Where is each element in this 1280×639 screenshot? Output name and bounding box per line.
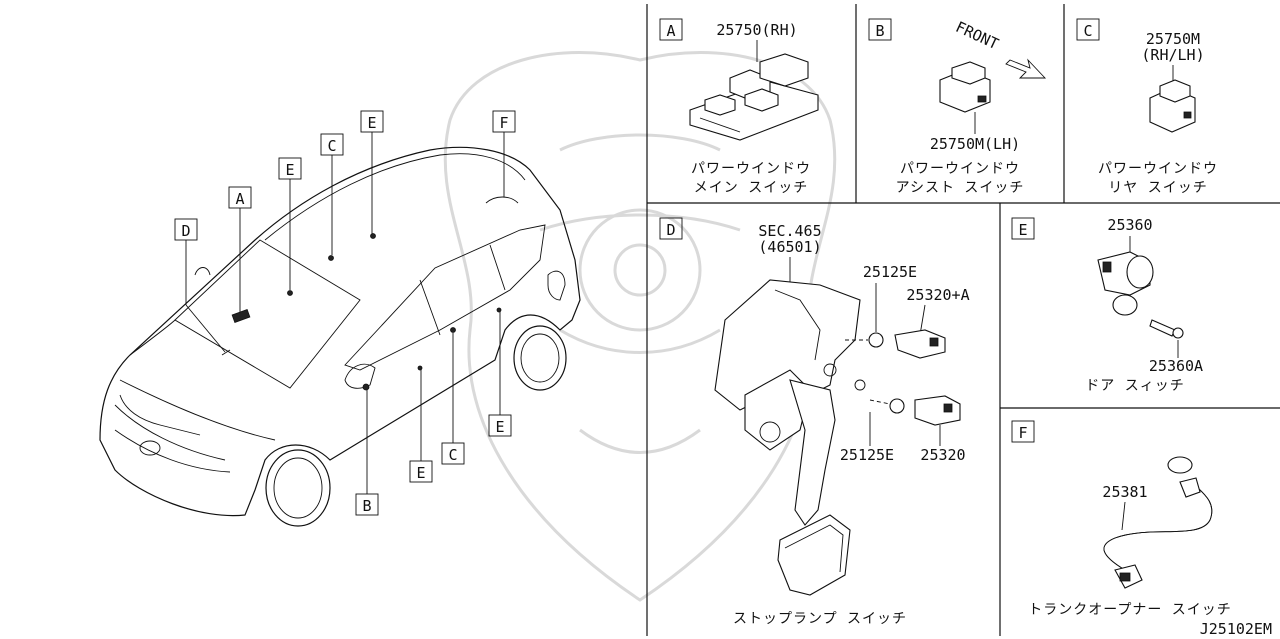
panel-e-part-25360: 25360 [1107,216,1152,234]
main-switch-part [689,53,819,141]
callout-a: A [235,190,244,208]
callout-e1: E [285,161,294,179]
panel-c-caption-line1: パワーウインドウ [1098,161,1218,177]
panel-f-caption: トランクオープナー スイッチ [1028,602,1232,618]
panel-f-letter: F [1018,424,1027,442]
panel-b-part-number: 25750M(LH) [930,135,1020,153]
panel-f-part-25381: 25381 [1102,483,1147,501]
sec-reference-code: (46501) [758,238,821,256]
panel-d-label-box [659,217,683,240]
front-arrow-icon [1005,58,1047,79]
callout-f: F [499,114,508,132]
front-direction-label: FRONT [953,18,1002,53]
panel-d-part-25125e-top: 25125E [863,263,917,281]
panel-b-caption-line1: パワーウインドウ [900,161,1020,177]
stop-lamp-switch-upper [845,329,946,359]
panel-d: D SEC.465 (46501) 25125E 25320+A [659,217,970,627]
rear-switch-part [1149,79,1196,133]
callout-c1: C [327,137,336,155]
panel-b-letter: B [875,22,884,40]
panel-c-label-box [1076,18,1100,41]
sec-reference: SEC.465 [758,222,821,240]
diagram-code: J25102EM [1200,620,1272,638]
panel-e-caption: ドア スィッチ [1085,378,1184,394]
panel-a-label-box [659,18,683,41]
panel-d-part-25125e-bottom: 25125E [840,446,894,464]
panel-grid [646,4,1280,636]
panel-c: C 25750M (RH/LH) パワーウインドウ リヤ スイッチ [1076,18,1218,196]
car-overview [99,146,581,527]
callout-b: B [362,497,371,515]
callout-d: D [181,222,190,240]
car-callouts: D A E C E F B E C E [174,110,516,516]
panel-a-caption-line1: パワーウインドウ [691,161,811,177]
callout-e3: E [416,464,425,482]
panel-f-label-box [1011,420,1035,443]
callout-e2: E [367,114,376,132]
panel-d-letter: D [666,221,675,239]
panel-a-part-number: 25750(RH) [716,21,797,39]
panel-e-letter: E [1018,221,1027,239]
panel-d-part-25320: 25320 [920,446,965,464]
assist-switch-part [939,61,991,113]
panel-c-part-number: 25750M [1146,30,1200,48]
callout-c2: C [448,446,457,464]
panel-a-caption-line2: メイン スイッチ [694,180,808,196]
panel-e: E 25360 25360A ドア スィッチ [1011,216,1203,394]
panel-b-caption-line2: アシスト スイッチ [896,180,1025,196]
panel-c-part-variant: (RH/LH) [1141,46,1204,64]
stop-lamp-switch-lower [869,395,961,426]
panel-b: B FRONT 25750M(LH) パワーウインドウ アシスト スイッチ [868,18,1047,196]
panel-a: A 25750(RH) パワーウインドウ メイン スイッチ [659,18,819,196]
callout-e4: E [495,418,504,436]
panel-c-letter: C [1083,22,1092,40]
panel-e-part-25360a: 25360A [1149,357,1203,375]
watermark-emblem [443,51,837,602]
panel-b-label-box [868,18,892,41]
panel-a-letter: A [666,22,675,40]
panel-d-part-25320a: 25320+A [906,286,969,304]
panel-d-caption: ストップランプ スイッチ [733,611,907,627]
panel-f: F 25381 トランクオープナー スイッチ [1011,420,1232,618]
door-switch-part [1097,251,1184,339]
panel-c-caption-line2: リヤ スイッチ [1108,180,1207,196]
brake-pedal-assembly [714,279,866,596]
trunk-opener-harness [1103,456,1213,589]
panel-e-label-box [1011,217,1035,240]
